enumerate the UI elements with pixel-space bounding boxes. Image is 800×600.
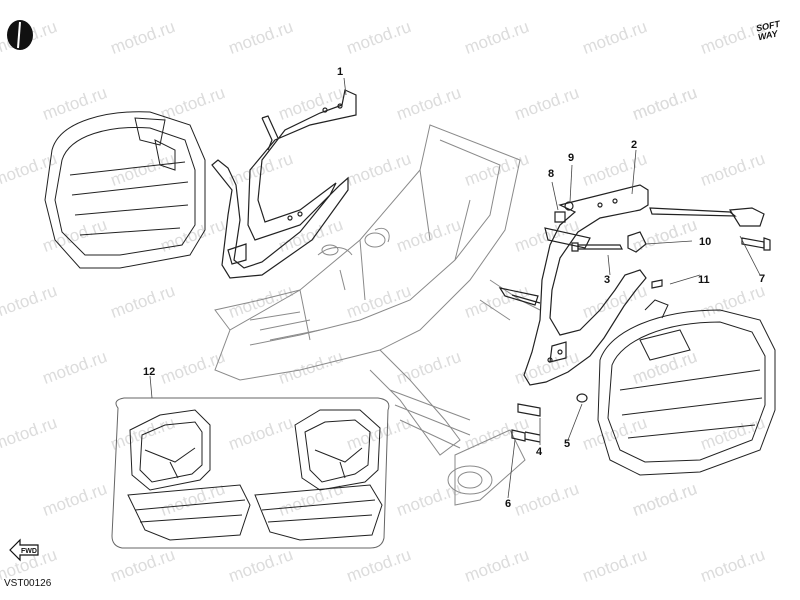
callout-3: 3 xyxy=(604,274,611,286)
left-support-frame xyxy=(211,89,357,279)
callout-1: 1 xyxy=(337,66,344,78)
case-kit-box xyxy=(111,397,390,549)
right-support-frame xyxy=(498,184,649,386)
callout-11: 11 xyxy=(698,274,710,286)
forward-arrow-icon: FWD xyxy=(9,538,39,562)
callout-2: 2 xyxy=(631,139,638,151)
callout-5: 5 xyxy=(564,438,571,450)
manufacturer-logo xyxy=(7,20,33,50)
left-side-case xyxy=(44,111,206,269)
callout-12: 12 xyxy=(143,366,156,378)
motorcycle-frame xyxy=(214,124,541,506)
callout-10: 10 xyxy=(699,236,712,248)
right-side-case xyxy=(597,299,776,476)
callout-7: 7 xyxy=(759,273,766,285)
callout-8: 8 xyxy=(548,168,555,180)
callout-4: 4 xyxy=(536,446,543,458)
leader-lines xyxy=(149,77,761,499)
fwd-label: FWD xyxy=(21,548,37,555)
callout-9: 9 xyxy=(568,152,575,164)
hardware-parts xyxy=(511,201,771,443)
drawing-code: VST00126 xyxy=(4,578,52,589)
callout-6: 6 xyxy=(505,498,512,510)
